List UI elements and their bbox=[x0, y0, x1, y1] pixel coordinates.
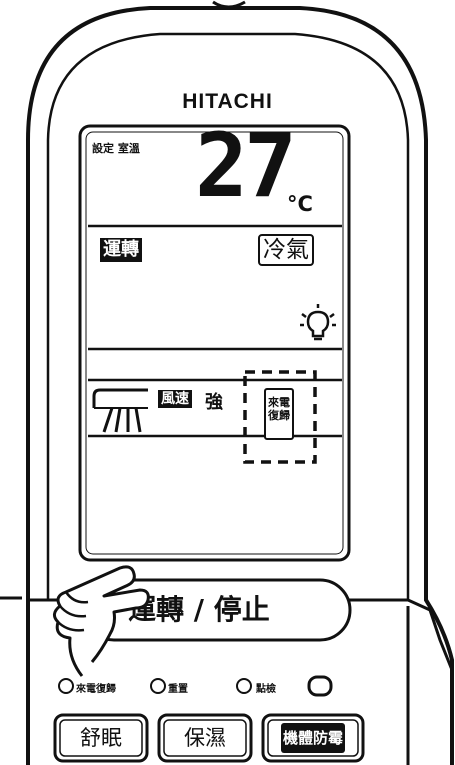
restore-indicator-button[interactable] bbox=[59, 679, 73, 693]
check-button[interactable] bbox=[237, 679, 251, 693]
indicator-label-restore: 來電復歸 bbox=[76, 680, 116, 695]
lightbulb-icon bbox=[300, 304, 336, 344]
sleep-button[interactable]: 舒眠 bbox=[55, 715, 147, 761]
fan-speed-label: 風速 bbox=[158, 390, 192, 408]
mode-indicator: 冷氣 bbox=[258, 234, 314, 266]
set-temp-label: 設定 室溫 bbox=[92, 140, 140, 156]
indicator-label-reset: 重置 bbox=[168, 680, 188, 695]
anti-mold-button-label: 機體防霉 bbox=[281, 723, 345, 753]
humidity-button-label: 保濕 bbox=[184, 723, 226, 753]
pointing-hand-icon bbox=[44, 558, 154, 678]
sleep-button-label: 舒眠 bbox=[80, 723, 122, 753]
brand-logo: HITACHI bbox=[0, 90, 455, 114]
reset-button[interactable] bbox=[151, 679, 165, 693]
temperature-readout: 27 bbox=[195, 122, 293, 210]
indicator-label-check: 點檢 bbox=[256, 680, 276, 695]
power-restore-indicator: 來電 復歸 bbox=[264, 388, 294, 440]
check-lamp-button[interactable] bbox=[309, 677, 331, 695]
humidity-button[interactable]: 保濕 bbox=[159, 715, 251, 761]
anti-mold-button[interactable]: 機體防霉 bbox=[263, 715, 363, 761]
fan-speed-level: 強 bbox=[205, 388, 223, 414]
temperature-unit: °C bbox=[287, 192, 313, 216]
run-indicator: 運轉 bbox=[100, 238, 142, 262]
air-flow-icon bbox=[90, 388, 152, 436]
